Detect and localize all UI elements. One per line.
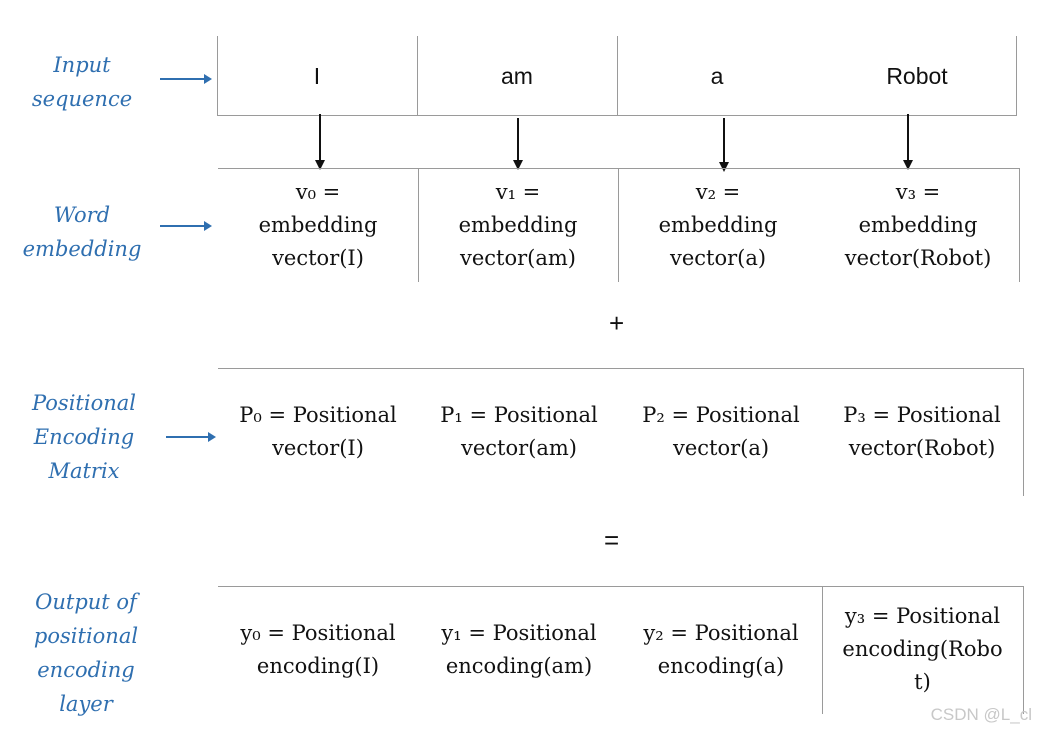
embedding-line: embedding	[858, 212, 978, 237]
output-line: t)	[914, 670, 931, 694]
positional-line: vector(I)	[272, 436, 364, 460]
output-line: encoding(I)	[256, 654, 380, 678]
positional-line: P₃ = Positional	[843, 403, 1001, 427]
positional-line: vector(a)	[672, 436, 770, 460]
output-line: y₀ = Positional	[240, 621, 396, 645]
label-line: Encoding	[33, 425, 135, 449]
row-border	[218, 168, 1020, 169]
token-cell: I	[217, 36, 417, 116]
arrow-right-icon	[166, 432, 216, 442]
label-line: embedding	[22, 237, 142, 261]
embedding-line: v₀ =	[295, 179, 341, 204]
cell-divider	[417, 36, 418, 116]
output-line: encoding(a)	[657, 654, 785, 678]
label-line: layer	[59, 692, 113, 716]
output-cell: y₁ = Positional encoding(am)	[418, 586, 620, 714]
arrow-right-icon	[160, 221, 212, 231]
cell-divider	[822, 586, 823, 714]
label-line: Output of	[35, 590, 137, 614]
label-line: positional	[33, 624, 139, 648]
row-border	[218, 586, 1024, 587]
token-cell: am	[417, 36, 617, 116]
token-text: Robot	[886, 62, 948, 89]
cell-divider	[1016, 36, 1017, 116]
watermark: CSDN @L_cl	[930, 705, 1032, 724]
input-sequence-row: I am a Robot	[217, 36, 1017, 116]
positional-cell: P₃ = Positional vector(Robot)	[822, 368, 1022, 496]
label-line: encoding	[37, 658, 135, 682]
positional-line: P₂ = Positional	[642, 403, 800, 427]
positional-cell: P₁ = Positional vector(am)	[418, 368, 620, 496]
label-line: Positional	[32, 391, 136, 415]
positional-cell: P₂ = Positional vector(a)	[620, 368, 822, 496]
embedding-cell: v₂ = embedding vector(a)	[618, 168, 818, 282]
output-line: encoding(am)	[445, 654, 593, 678]
label-line: sequence	[31, 87, 133, 111]
token-cell: a	[617, 36, 817, 116]
cell-divider	[1019, 168, 1020, 282]
word-embedding-label: Word embedding	[8, 198, 156, 266]
arrow-down-icon	[513, 118, 523, 170]
embedding-line: v₁ =	[495, 179, 541, 204]
cell-divider	[618, 168, 619, 282]
cell-divider	[217, 36, 218, 116]
positional-line: P₁ = Positional	[440, 403, 598, 427]
output-row: y₀ = Positional encoding(I) y₁ = Positio…	[218, 586, 1024, 714]
label-line: Matrix	[48, 459, 120, 483]
token-cell: Robot	[817, 36, 1017, 116]
row-border	[218, 368, 1024, 369]
embedding-line: embedding	[658, 212, 778, 237]
embedding-line: embedding	[258, 212, 378, 237]
positional-line: P₀ = Positional	[239, 403, 397, 427]
output-cell: y₂ = Positional encoding(a)	[620, 586, 822, 714]
arrow-down-icon	[315, 114, 325, 170]
arrow-down-icon	[719, 118, 729, 172]
embedding-line: embedding	[458, 212, 578, 237]
embedding-line: v₃ =	[895, 179, 941, 204]
positional-encoding-matrix-label: Positional Encoding Matrix	[14, 386, 154, 488]
positional-encoding-row: P₀ = Positional vector(I) P₁ = Positiona…	[218, 368, 1024, 496]
token-text: a	[710, 62, 724, 89]
token-text: am	[501, 62, 533, 89]
output-line: y₁ = Positional	[441, 621, 597, 645]
cell-divider	[1023, 586, 1024, 714]
embedding-line: vector(I)	[272, 245, 364, 270]
embedding-line: vector(a)	[669, 245, 767, 270]
label-line: Word	[53, 203, 111, 227]
output-line: encoding(Robo	[842, 637, 1003, 661]
output-cell: y₀ = Positional encoding(I)	[218, 586, 418, 714]
arrow-right-icon	[160, 74, 212, 84]
output-line: y₃ = Positional	[844, 604, 1001, 628]
embedding-cell: v₃ = embedding vector(Robot)	[818, 168, 1018, 282]
word-embedding-row: v₀ = embedding vector(I) v₁ = embedding …	[218, 168, 1020, 282]
embedding-line: vector(Robot)	[844, 245, 992, 270]
positional-cell: P₀ = Positional vector(I)	[218, 368, 418, 496]
cell-divider	[1023, 368, 1024, 496]
label-line: Input	[53, 53, 111, 77]
cell-divider	[418, 168, 419, 282]
embedding-cell: v₁ = embedding vector(am)	[418, 168, 618, 282]
arrow-down-icon	[903, 114, 913, 170]
embedding-cell: v₀ = embedding vector(I)	[218, 168, 418, 282]
output-cell: y₃ = Positional encoding(Robo t)	[822, 586, 1023, 714]
output-line: y₂ = Positional	[643, 621, 799, 645]
input-sequence-label: Input sequence	[18, 48, 146, 116]
embedding-line: vector(am)	[460, 245, 576, 270]
positional-line: vector(am)	[461, 436, 577, 460]
embedding-line: v₂ =	[695, 179, 741, 204]
cell-divider	[617, 36, 618, 116]
token-text: I	[313, 62, 321, 89]
equals-operator: =	[604, 525, 620, 555]
positional-line: vector(Robot)	[848, 436, 996, 460]
output-layer-label: Output of positional encoding layer	[14, 585, 158, 721]
plus-operator: +	[609, 308, 625, 338]
